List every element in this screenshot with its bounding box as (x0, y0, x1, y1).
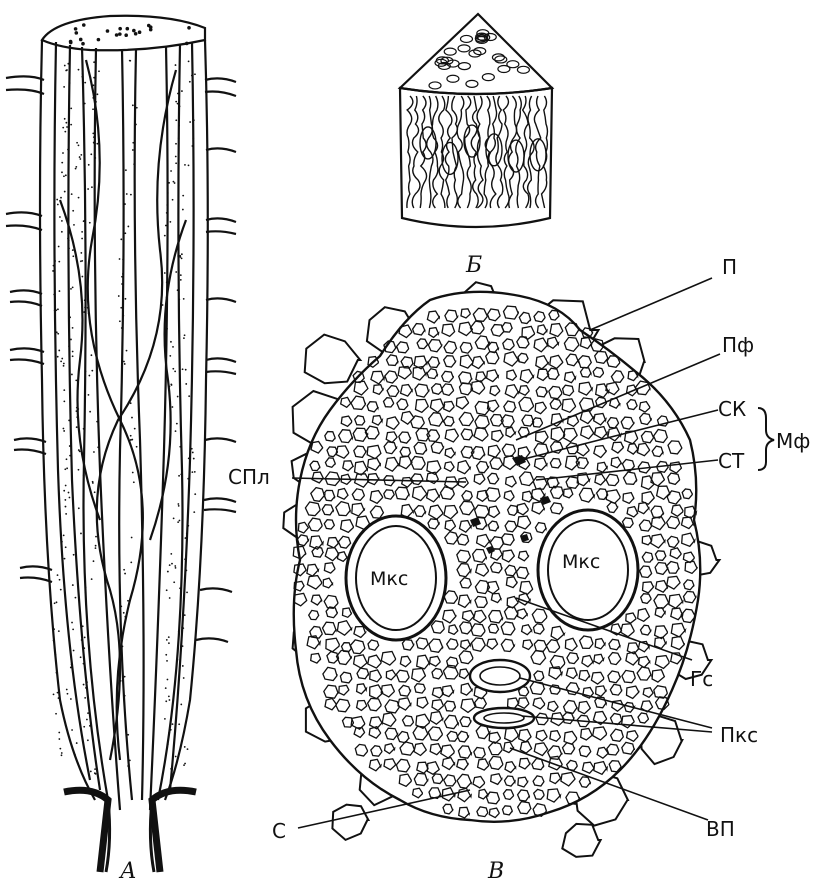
bundle-small-cells (292, 305, 698, 819)
protoxylem-lower (472, 706, 536, 730)
label-vp: ВП (706, 817, 735, 841)
cross-section-drawing (282, 277, 775, 858)
metaxylem-left (344, 514, 448, 642)
phloem-dark-spots (470, 455, 551, 554)
stele-cylinder-body (398, 86, 554, 229)
stele-body-texture (406, 95, 549, 209)
panel-label-b: Б (465, 253, 482, 278)
label-mks-left: Мкс (370, 568, 408, 590)
panel-label-a: А (118, 859, 137, 884)
label-spl: СПл (228, 465, 270, 489)
stem-top-dots (68, 23, 191, 46)
label-gs: Гс (690, 667, 713, 691)
stele-block-drawing (397, 12, 555, 229)
stem-dark-base-right (148, 786, 197, 873)
label-leader-lines (291, 277, 721, 829)
stem-left-outline (38, 39, 96, 801)
label-sk: СК (718, 397, 746, 421)
label-st: СТ (718, 449, 745, 473)
label-mf: Мф (776, 429, 810, 453)
stem-right-outline (163, 39, 209, 801)
label-pks: Пкс (720, 723, 758, 747)
label-mks-right: Мкс (562, 551, 600, 573)
stem-dark-base-left (63, 786, 112, 873)
mf-brace (757, 407, 775, 471)
stem-longitudinal-drawing (5, 14, 237, 873)
metaxylem-right (536, 508, 640, 632)
protoxylem-upper (468, 658, 532, 694)
stele-top-pores (428, 29, 531, 90)
label-pf: Пф (722, 333, 754, 357)
panel-label-c: В (487, 859, 504, 884)
label-p: П (722, 255, 737, 279)
stem-strand-stipple (52, 59, 197, 775)
label-s: С (272, 819, 286, 843)
